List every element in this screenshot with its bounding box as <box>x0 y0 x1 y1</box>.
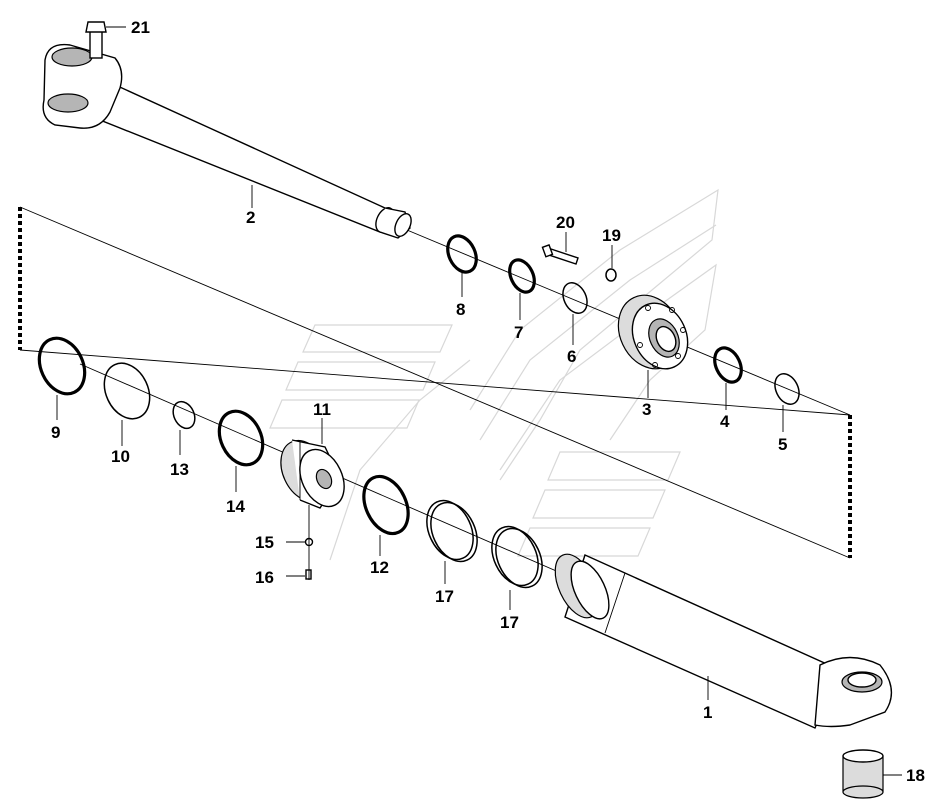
label-18: 18 <box>906 766 925 785</box>
piston-rod <box>42 21 412 239</box>
label-1: 1 <box>703 703 712 722</box>
bolt-and-washer <box>541 232 617 282</box>
label-13: 13 <box>170 460 189 479</box>
label-15: 15 <box>255 533 274 552</box>
label-6: 6 <box>567 347 576 366</box>
label-8: 8 <box>456 300 465 319</box>
label-21: 21 <box>131 18 150 37</box>
rings-upper <box>446 234 800 405</box>
leader-lines <box>56 185 784 700</box>
part-labels: 21 2 20 19 8 7 6 3 4 5 11 9 10 13 14 15 … <box>51 18 925 785</box>
bushing <box>842 749 902 799</box>
label-5: 5 <box>778 435 787 454</box>
label-12: 12 <box>370 558 389 577</box>
label-4: 4 <box>720 412 730 431</box>
label-10: 10 <box>111 447 130 466</box>
label-17a: 17 <box>435 587 454 606</box>
cylinder-barrel <box>554 553 893 729</box>
label-3: 3 <box>642 400 651 419</box>
cylinder-head <box>617 294 689 370</box>
small-pins <box>286 505 314 580</box>
label-7: 7 <box>514 323 523 342</box>
rings-lower <box>362 474 543 589</box>
rings-left <box>37 336 265 467</box>
label-11: 11 <box>313 400 331 419</box>
piston <box>280 439 345 509</box>
label-19: 19 <box>602 226 621 245</box>
label-16: 16 <box>255 568 274 587</box>
label-9: 9 <box>51 423 60 442</box>
label-17b: 17 <box>500 613 519 632</box>
label-14: 14 <box>226 497 245 516</box>
watermark-logo <box>269 188 719 561</box>
assembly-lines <box>18 206 852 591</box>
label-20: 20 <box>556 213 575 232</box>
label-2: 2 <box>246 208 255 227</box>
